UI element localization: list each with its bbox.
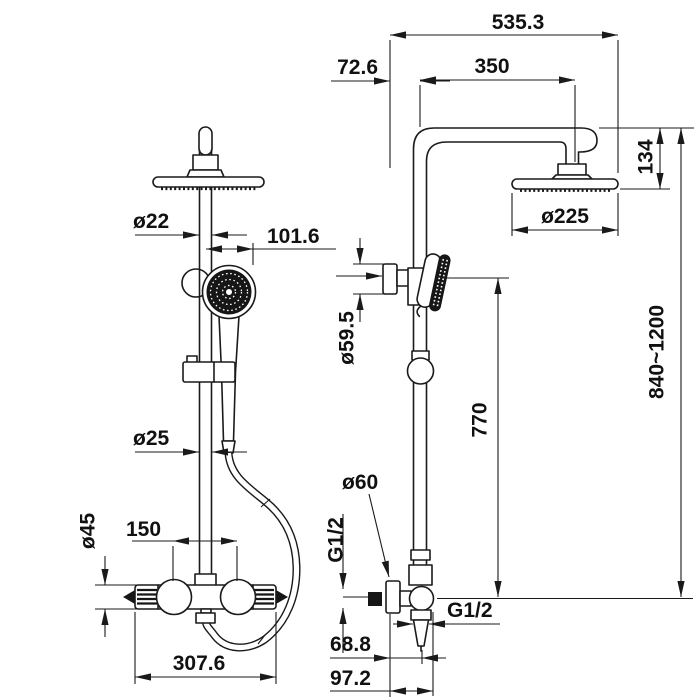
dim-lower-bracket-diameter: ø60 xyxy=(342,471,390,578)
dim-label: 97.2 xyxy=(330,667,371,690)
dim-label: 350 xyxy=(474,55,509,78)
dim-label: 840~1200 xyxy=(646,305,669,399)
dim-wall-to-outlet: 68.8 xyxy=(330,633,446,664)
dim-head-drop: 134 xyxy=(599,127,694,190)
front-view xyxy=(123,126,301,652)
dim-head-pipe-diameter: ø22 xyxy=(133,210,247,239)
thread-label: G1/2 xyxy=(447,599,493,622)
dim-riser-diameter: ø25 xyxy=(133,427,247,456)
dim-label: 770 xyxy=(469,402,492,437)
dim-valve-body-diameter: ø45 xyxy=(77,513,141,637)
thread-label: G1/2 xyxy=(325,517,348,563)
rain-shower-head-front xyxy=(152,176,265,191)
slider-knob-side xyxy=(406,350,435,385)
dim-label: 68.8 xyxy=(330,633,371,656)
riser-and-arm-side xyxy=(412,127,598,567)
dim-label: 134 xyxy=(635,139,658,174)
dim-valve-center-distance: 150 xyxy=(126,518,238,581)
wall-supply-fitting xyxy=(368,592,382,606)
dim-overall-depth: 535.3 xyxy=(390,11,619,173)
slider-clamp-front xyxy=(182,355,236,383)
dim-label: 535.3 xyxy=(492,11,545,34)
valve-right-handle xyxy=(219,578,257,616)
dim-label: ø59.5 xyxy=(336,311,359,365)
outlet-cone xyxy=(412,619,430,647)
dim-label: 307.6 xyxy=(173,652,226,675)
dim-label: ø60 xyxy=(342,471,378,494)
dim-label: ø25 xyxy=(133,427,170,450)
dim-valve-overall-width: 307.6 xyxy=(134,612,277,684)
dim-handshower-offset: 101.6 xyxy=(206,225,336,265)
valve-side xyxy=(368,549,693,652)
thermostatic-valve-front xyxy=(123,573,288,624)
dim-label: ø225 xyxy=(541,205,589,228)
dim-slide-bar-height: 770 xyxy=(441,277,509,597)
dim-head-diameter: ø225 xyxy=(511,193,619,236)
valve-left-handle xyxy=(155,578,193,616)
dimensions: 535.3 72.6 350 134 ø2 xyxy=(77,11,694,696)
label-inlet-thread: G1/2 xyxy=(325,514,369,653)
dim-label: 72.6 xyxy=(337,56,378,79)
hand-shower-side xyxy=(416,253,451,318)
lower-wall-bracket xyxy=(385,580,401,614)
hand-shower-hook xyxy=(416,305,422,318)
dim-label: ø22 xyxy=(133,210,169,233)
riser-pipe-front xyxy=(198,126,213,576)
dim-upper-bracket-diameter: ø59.5 xyxy=(336,238,385,365)
dim-arm-reach: 350 xyxy=(419,55,576,162)
dim-label: 101.6 xyxy=(267,225,320,248)
valve-ball-side xyxy=(408,585,435,612)
dim-wall-to-valve-front: 97.2 xyxy=(330,612,434,696)
side-view xyxy=(368,40,693,697)
label-outlet-thread: G1/2 xyxy=(393,599,500,628)
shower-hose xyxy=(202,452,301,652)
valve-outlet-nut xyxy=(195,612,216,624)
rain-head-connector-front xyxy=(186,154,225,178)
dim-label: ø45 xyxy=(77,513,100,550)
hose-cone xyxy=(221,440,236,454)
dim-overall-height-range: 840~1200 xyxy=(646,128,685,597)
hand-shower-front xyxy=(201,264,257,454)
rain-shower-head-side xyxy=(511,163,619,192)
dim-label: 150 xyxy=(126,518,161,541)
